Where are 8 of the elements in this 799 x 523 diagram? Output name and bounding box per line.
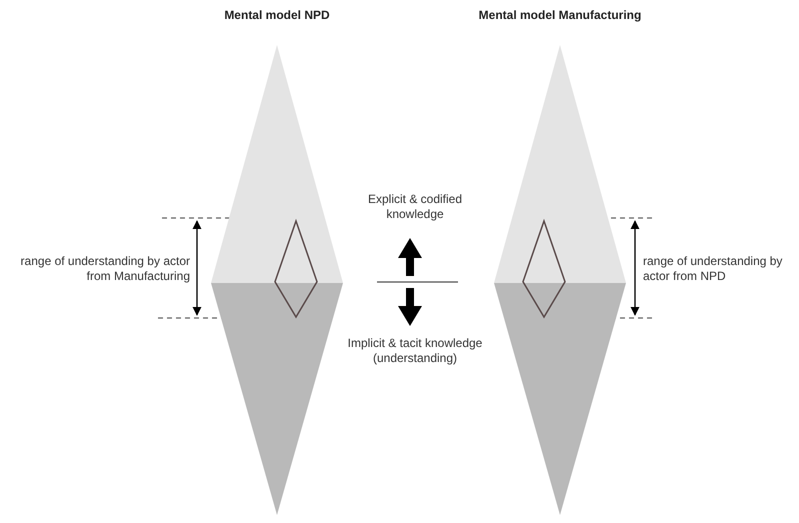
diagram-heading: Mental model Manufacturing [478,8,642,22]
knowledge-label: Explicit & codified knowledge [366,192,464,222]
range-label: range of understanding by actor from NPD [643,254,784,284]
diagram-heading: Mental model NPD [223,8,331,22]
range-label: range of understanding by actor from Manufacturing [20,254,190,284]
diamond-outline [522,220,566,318]
knowledge-label: Implicit & tacit knowledge (understanding) [346,336,484,366]
diamond-outline [274,220,318,318]
